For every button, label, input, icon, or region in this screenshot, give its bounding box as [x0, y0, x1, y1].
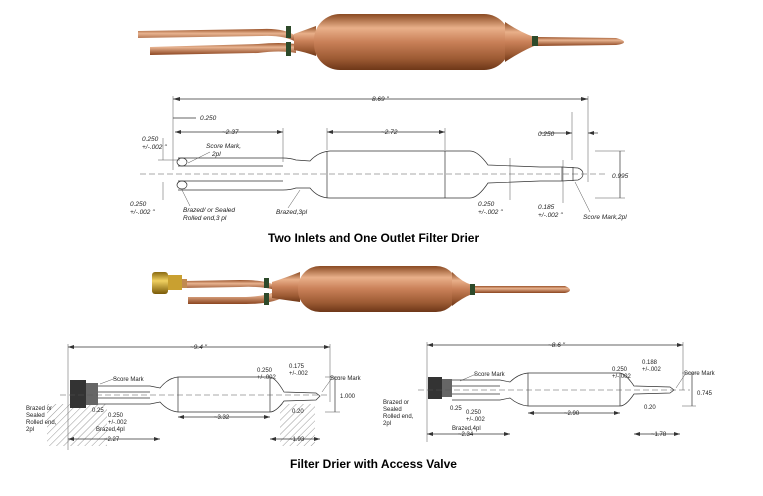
- dimension-label: 0.175: [289, 364, 305, 370]
- dimension-label: +/-.002 ": [538, 212, 563, 219]
- dimension-label: Score Mark,2pl: [583, 214, 627, 221]
- dimension-label: Score Mark,: [206, 143, 241, 150]
- dimension-label: Brazed,4pl: [96, 427, 125, 433]
- dimension-label: ~2.34: [458, 432, 474, 438]
- drier-shell: [314, 14, 510, 70]
- dimension-label: 2pl: [26, 427, 34, 433]
- dimension-label: 0.20: [292, 409, 304, 415]
- brazed-ring-2: [286, 42, 291, 56]
- dimension-label: 0.250: [478, 201, 495, 208]
- dim-237: ~2.37: [222, 129, 239, 136]
- dimension-label: 0.188: [642, 360, 658, 366]
- dimension-label: +/-.002: [612, 374, 632, 380]
- dim-0995: 0.995: [612, 173, 629, 180]
- access-valve-cap: [152, 272, 168, 294]
- dimension-label: ~3.32: [214, 415, 230, 421]
- dimension-label: Score Mark: [330, 376, 362, 382]
- dimension-label: ~9.4 ": [190, 344, 208, 351]
- dim-0250-right: 0.250: [538, 131, 555, 138]
- dimension-label: 0.250: [466, 410, 482, 416]
- drier-shell-2: [298, 266, 458, 312]
- dimension-label: +/-.002: [466, 417, 486, 423]
- dim-272: ~2.72: [381, 129, 398, 136]
- dimension-label: 0.250: [612, 367, 628, 373]
- dimension-label: 0.745: [697, 391, 713, 397]
- dimension-label: 2pl: [383, 421, 391, 427]
- dimension-label: +/-.002 ": [478, 209, 503, 216]
- dimension-label: Brazed or: [26, 406, 52, 412]
- drawing-two-inlet-drier: 8.69 " 0.250 ~2.37 ~2.72 0.250: [130, 96, 629, 222]
- dimension-label: Rolled end,3 pl: [183, 215, 227, 222]
- dimension-label: 0.20: [644, 405, 656, 411]
- dimension-label: 0.25: [450, 406, 462, 412]
- dimension-label: 1.000: [340, 394, 356, 400]
- drawing-access-valve-right: ~8.6 " Score Mark 0.250 +/-.002 0.188 +/…: [383, 342, 716, 442]
- dimension-label: ~8.6 ": [548, 342, 566, 349]
- dimension-label: +/-.002 ": [130, 209, 155, 216]
- dimension-label: Score Mark: [113, 377, 145, 383]
- dimension-label: +/-.002: [642, 367, 662, 373]
- dimension-label: +/-.002: [289, 371, 309, 377]
- dimension-label: ~1.93: [289, 437, 305, 443]
- drawing-access-valve-left: ~9.4 " Score Mark 0.250 +/-.002 0.175 +/…: [26, 344, 362, 450]
- dimension-label: Sealed: [383, 407, 402, 413]
- dimension-label: +/-.002 ": [142, 144, 167, 151]
- dimension-label: Brazed,3pl: [276, 209, 308, 216]
- caption-two-inlet: Two Inlets and One Outlet Filter Drier: [268, 231, 479, 245]
- dimension-label: 0.185: [538, 204, 555, 211]
- dimension-label: 2pl: [211, 151, 221, 158]
- dimension-label: 0.25: [92, 408, 104, 414]
- dimension-label: +/-.002: [108, 420, 128, 426]
- dimension-label: 0.250: [130, 201, 147, 208]
- dimension-label: ~2.27: [104, 437, 120, 443]
- dimension-label: ~2.90: [564, 411, 580, 417]
- dimension-label: Rolled end,: [26, 420, 57, 426]
- dimension-label: Score Mark: [474, 372, 506, 378]
- caption-access-valve: Filter Drier with Access Valve: [290, 457, 457, 471]
- dimension-label: 0.250: [257, 368, 273, 374]
- brazed-ring-1: [286, 26, 291, 38]
- dimension-label: ~1.78: [651, 432, 667, 438]
- dimension-label: Brazed,4pl: [452, 426, 481, 432]
- dimension-label: Brazed/ or Sealed: [183, 207, 235, 214]
- dim-0250-a: 0.250: [200, 115, 217, 122]
- dimension-label: +/-.002: [257, 375, 277, 381]
- photo-two-inlet-drier: [138, 14, 624, 70]
- dim-overall: 8.69 ": [372, 96, 389, 103]
- dimension-label: Score Mark: [684, 371, 716, 377]
- photo-access-valve-drier: [152, 266, 570, 312]
- dimension-label: Sealed: [26, 413, 45, 419]
- dimension-label: Rolled end,: [383, 414, 414, 420]
- valve-body: [70, 380, 86, 408]
- dimension-label: Brazed or: [383, 400, 409, 406]
- dimension-label: 0.250: [142, 136, 159, 143]
- dimension-label: 0.250: [108, 413, 124, 419]
